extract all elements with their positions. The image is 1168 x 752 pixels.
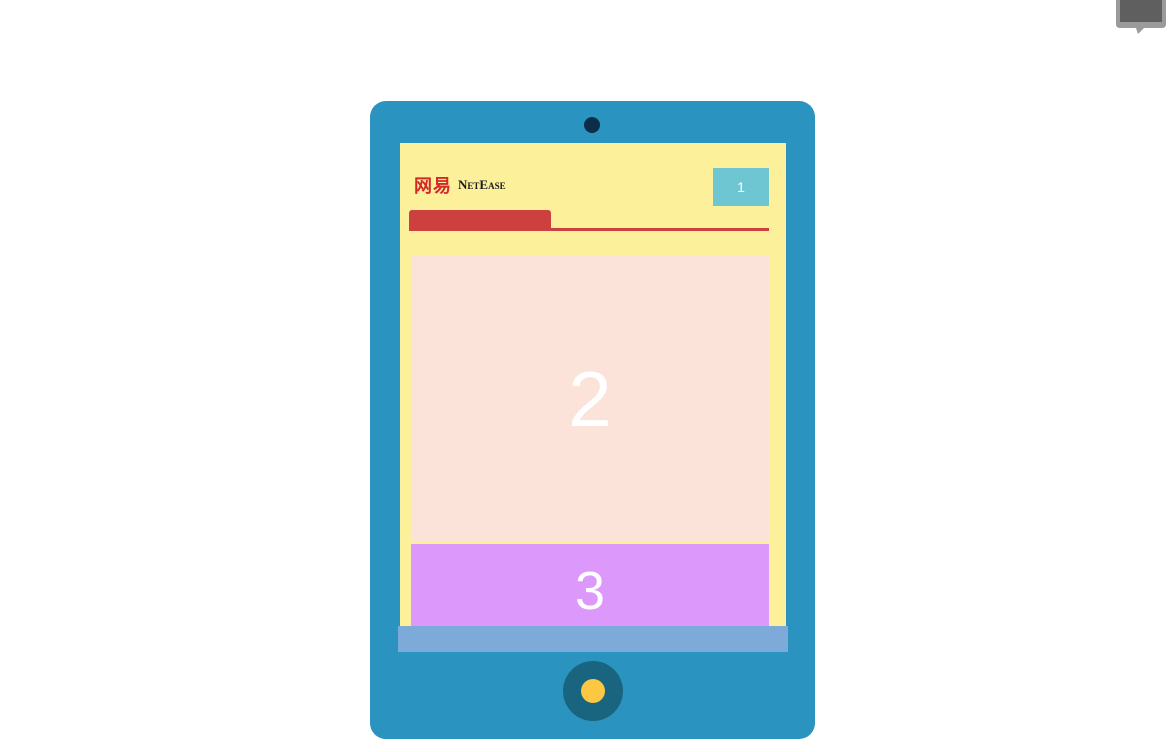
camera-icon [584, 117, 600, 133]
content-block-3[interactable]: 3 [411, 544, 769, 627]
home-button[interactable] [563, 661, 623, 721]
content-block-2[interactable]: 2 [411, 256, 769, 542]
netease-logo: 网易 NetEase [414, 171, 506, 199]
tablet-device: 网易 NetEase 1 2 3 [370, 101, 815, 739]
logo-english-text: NetEase [458, 177, 506, 192]
logo-chinese-text: 网易 [414, 176, 452, 197]
bottom-toolbar [398, 626, 788, 652]
home-button-dot [581, 679, 605, 703]
tablet-screen: 网易 NetEase 1 2 3 [400, 143, 786, 627]
block-1-button[interactable]: 1 [713, 168, 769, 206]
tab-underline [409, 228, 769, 231]
active-tab[interactable] [409, 210, 551, 230]
note-icon[interactable] [1114, 0, 1168, 34]
